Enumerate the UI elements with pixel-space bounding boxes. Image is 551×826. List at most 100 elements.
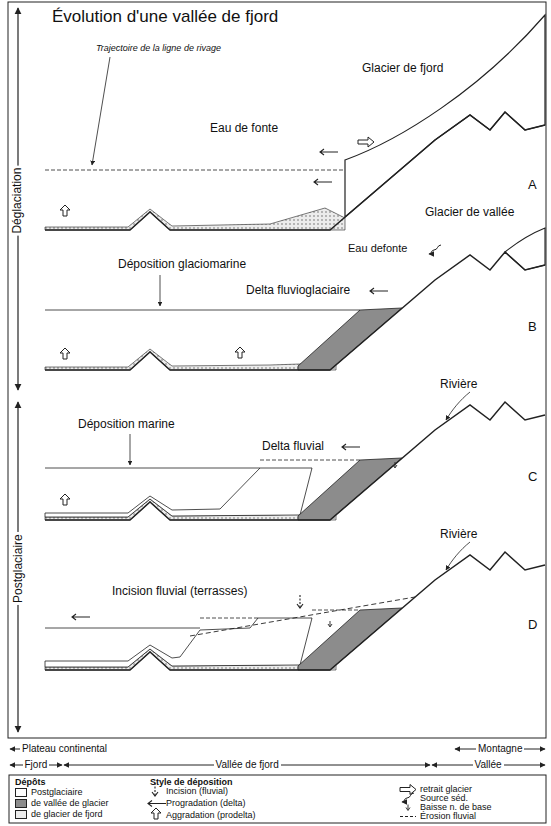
legend-item: Baisse n. de base <box>420 803 492 812</box>
illustration-part <box>298 458 402 520</box>
diagram-label: Dépôts <box>15 778 46 788</box>
illustration-part <box>429 245 441 254</box>
valley-glacier <box>505 228 545 270</box>
diagram-label: B <box>528 320 537 334</box>
legend-swatch <box>15 810 27 819</box>
legend-box <box>9 775 546 823</box>
legend-text: Aggradation (prodelta) <box>166 811 256 820</box>
illustration-part <box>72 614 90 620</box>
illustration-part <box>60 348 70 359</box>
illustration-part <box>235 347 245 358</box>
illustration-part <box>320 149 338 155</box>
legend-item: Postglaciaire <box>15 788 83 797</box>
illustration-part <box>148 801 166 807</box>
illustration-part <box>406 805 410 811</box>
diagram-label: Delta fluvioglaciaire <box>246 284 350 297</box>
legend-text: Source séd. <box>420 794 468 803</box>
illustration-part <box>45 402 545 520</box>
diagram-label: Glacier de fjord <box>362 62 443 75</box>
leader-line <box>446 542 470 570</box>
illustration-part <box>328 621 332 627</box>
sea-level <box>45 468 260 469</box>
diagram-label: Vallée de fjord <box>214 759 281 770</box>
legend-item: de glacier de fjord <box>15 810 103 819</box>
postglacial-deposit <box>45 618 312 667</box>
illustration-part <box>393 462 397 468</box>
panel-d <box>45 552 545 670</box>
fjord-glacier <box>345 15 545 217</box>
diagram-label: Déposition glaciomarine <box>118 258 246 271</box>
sea-level <box>45 310 360 311</box>
legend-item: Incision (fluvial) <box>166 787 228 796</box>
leader-line <box>130 434 131 465</box>
postglacial-deposit <box>45 468 312 517</box>
legend-text: Baisse n. de base <box>420 803 492 812</box>
diagram-label: Déglaciation <box>11 165 24 235</box>
diagram-label: Glacier de vallée <box>425 206 514 219</box>
illustration-part <box>298 308 402 370</box>
frame <box>8 2 546 738</box>
diagram-label: Eau defonte <box>348 242 407 254</box>
illustration-part <box>45 252 545 370</box>
shoreline <box>45 170 345 171</box>
legend-item: Aggradation (prodelta) <box>166 811 256 820</box>
diagram-label: A <box>528 178 537 192</box>
diagram-label: Montagne <box>476 743 524 754</box>
legend-text: Incision (fluvial) <box>166 787 228 796</box>
legend-item: retrait glacier <box>420 785 472 794</box>
legend-item: Érosion fluvial <box>420 812 476 821</box>
illustration-part <box>60 494 70 505</box>
legend-text: de glacier de fjord <box>31 810 103 819</box>
illustration-part <box>370 288 388 294</box>
illustration-part <box>60 205 70 216</box>
diagram-label: Plateau continental <box>22 743 107 754</box>
old-sea-level <box>260 460 360 461</box>
legend-symbols <box>148 783 416 819</box>
legend-item: Source séd. <box>420 794 468 803</box>
illustration-part <box>151 808 161 819</box>
legend-text: Progradation (delta) <box>166 799 246 808</box>
illustration-part <box>298 608 402 670</box>
legend-swatch <box>15 788 27 797</box>
leader-line <box>160 275 161 306</box>
illustration-part <box>402 793 414 802</box>
panel-c <box>45 402 545 520</box>
diagram-label: Rivière <box>440 378 477 391</box>
legend-swatch <box>15 799 27 808</box>
illustration-part <box>45 349 336 370</box>
diagram-label: Rivière <box>440 528 477 541</box>
illustration-part <box>400 816 416 817</box>
illustration-part <box>358 137 374 147</box>
illustration-part <box>45 552 545 670</box>
diagram-label: D <box>528 618 537 632</box>
leader-line <box>446 392 470 420</box>
diagram-label: Vallée <box>473 759 504 770</box>
illustration-part <box>314 179 332 185</box>
illustration-part <box>342 444 360 450</box>
old-sea-level <box>200 618 258 619</box>
diagram-label: Incision fluvial (terrasses) <box>112 585 247 598</box>
legend-item: Progradation (delta) <box>166 799 246 808</box>
illustration-part <box>45 112 545 230</box>
fluvial-erosion-line <box>190 597 415 636</box>
diagram-label: Eau de fonte <box>210 122 278 135</box>
illustration-part <box>297 595 303 608</box>
fjord-glacier-deposit <box>45 208 345 230</box>
diagram-label: Déposition marine <box>78 418 175 431</box>
diagram-title: Évolution d'une vallée de fjord <box>52 8 278 27</box>
diagram-label: Trajectoire de la ligne de rivage <box>96 44 221 54</box>
legend-item: de vallée de glacier <box>15 799 109 808</box>
diagram-label: Delta fluvial <box>262 440 324 453</box>
sea-level <box>45 628 200 629</box>
legend-text: de vallée de glacier <box>31 799 109 808</box>
diagram-label: Fjord <box>23 759 50 770</box>
diagram-label: Postglaciaire <box>11 532 24 605</box>
panel-a <box>45 15 545 230</box>
legend-text: Postglaciaire <box>31 788 83 797</box>
diagram-label: C <box>528 470 537 484</box>
leader-line <box>92 57 110 165</box>
legend-text: retrait glacier <box>420 785 472 794</box>
panel-b <box>45 228 545 370</box>
scale-arrow <box>10 749 20 750</box>
legend-text: Érosion fluvial <box>420 812 476 821</box>
